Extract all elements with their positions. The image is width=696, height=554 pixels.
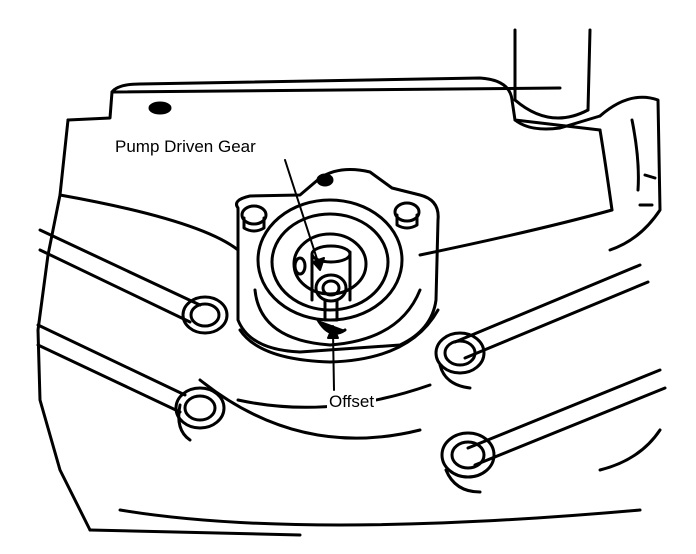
pump-driven-gear-leader [284,159,319,263]
top-bolt-hole [148,101,172,115]
right-pipes [453,263,667,467]
pump-gear-arrowhead [312,257,325,271]
flange-bolts [240,173,421,233]
right-pipe-ports [434,331,496,494]
pump-driven-gear-label: Pump Driven Gear [113,137,258,156]
vertical-pipe [513,28,592,120]
pump-cover-flange [235,168,440,364]
offset-leader [332,331,335,391]
left-pipes [36,228,202,414]
leader-lines [284,159,339,391]
left-pipe-ports [174,295,229,442]
offset-arrowhead [327,325,339,339]
offset-label: Offset [327,392,377,411]
pump-driven-gear-shaft [293,244,352,335]
